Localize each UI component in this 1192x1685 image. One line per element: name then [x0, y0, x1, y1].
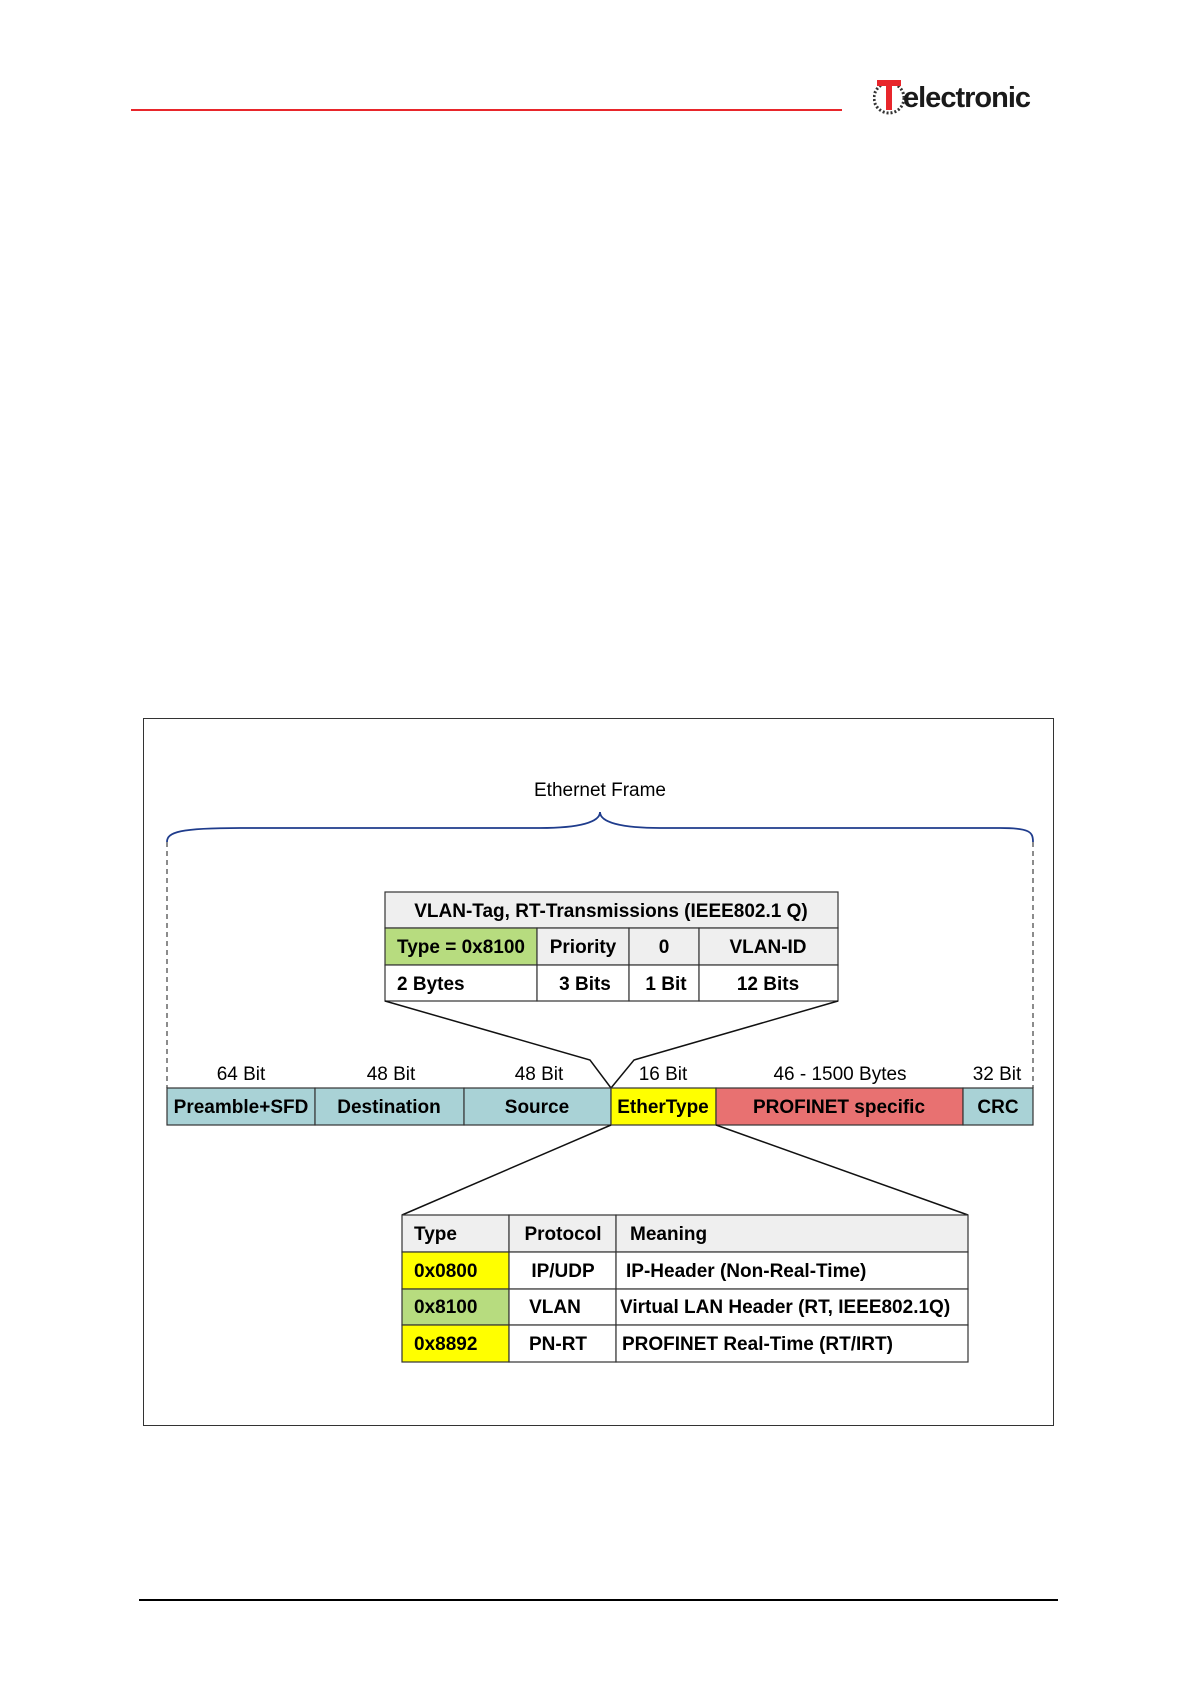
field-profinet: PROFINET specific — [753, 1097, 926, 1118]
table-row-2-protocol: PN-RT — [529, 1334, 587, 1355]
vlan-field-id: VLAN-ID — [729, 937, 806, 958]
vlan-size-cfi: 1 Bit — [645, 974, 687, 995]
table-row-0-protocol: IP/UDP — [531, 1261, 595, 1282]
table-row-2-meaning: PROFINET Real-Time (RT/IRT) — [622, 1334, 893, 1355]
ethertype-header-meaning: Meaning — [630, 1224, 707, 1245]
ethertype-connector-left — [401, 1124, 612, 1216]
vlan-size-type: 2 Bytes — [397, 974, 465, 995]
diagram-title: Ethernet Frame — [534, 780, 666, 801]
bits-ethertype: 16 Bit — [639, 1064, 688, 1085]
ethertype-table: Type Protocol Meaning 0x0800 IP/UDP IP-H… — [401, 1214, 969, 1363]
bits-destination: 48 Bit — [367, 1064, 416, 1085]
logo-text: electronic — [903, 82, 1031, 114]
frame-brace — [166, 811, 1034, 843]
vlan-field-cfi: 0 — [659, 937, 670, 958]
vlan-size-priority: 3 Bits — [559, 974, 611, 995]
bits-source: 48 Bit — [515, 1064, 564, 1085]
bits-profinet: 46 - 1500 Bytes — [773, 1064, 906, 1085]
header-rule — [131, 109, 842, 111]
table-row-2-type: 0x8892 — [414, 1334, 477, 1355]
field-ethertype: EtherType — [617, 1097, 709, 1118]
vlan-field-priority: Priority — [550, 937, 617, 958]
vlan-tag-title: VLAN-Tag, RT-Transmissions (IEEE802.1 Q) — [414, 901, 807, 922]
field-destination: Destination — [337, 1097, 440, 1118]
frame-fields-row: Preamble+SFD Destination Source EtherTyp… — [166, 1087, 1034, 1126]
vlan-field-type: Type = 0x8100 — [397, 937, 525, 958]
vlan-size-id: 12 Bits — [737, 974, 799, 995]
table-row-1-protocol: VLAN — [529, 1297, 581, 1318]
table-row-0-meaning: IP-Header (Non-Real-Time) — [626, 1261, 866, 1282]
field-crc: CRC — [977, 1097, 1018, 1118]
vlan-connector-left — [384, 1000, 612, 1089]
table-row-0-type: 0x0800 — [414, 1261, 477, 1282]
vlan-connector-right — [610, 1000, 839, 1089]
figure-border — [143, 718, 1054, 1426]
ethertype-connector-right — [715, 1124, 969, 1216]
vlan-tag-box: VLAN-Tag, RT-Transmissions (IEEE802.1 Q)… — [384, 891, 839, 1002]
ethertype-header-type: Type — [414, 1224, 457, 1245]
field-source: Source — [505, 1097, 569, 1118]
bits-preamble: 64 Bit — [217, 1064, 266, 1085]
table-row-1-meaning: Virtual LAN Header (RT, IEEE802.1Q) — [620, 1297, 950, 1318]
ethertype-header-protocol: Protocol — [524, 1224, 601, 1245]
footer-rule — [139, 1599, 1058, 1601]
field-preamble: Preamble+SFD — [174, 1097, 309, 1118]
company-logo: electronic — [873, 76, 1053, 116]
logo-mark-icon — [873, 80, 906, 115]
bits-crc: 32 Bit — [973, 1064, 1022, 1085]
table-row-1-type: 0x8100 — [414, 1297, 477, 1318]
